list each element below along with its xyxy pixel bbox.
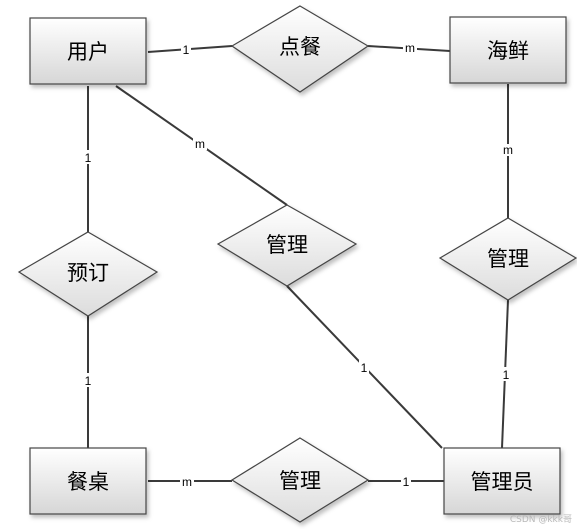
svg-text:1: 1 — [85, 151, 92, 165]
svg-text:1: 1 — [361, 361, 368, 375]
relationship-manage-seafood[interactable]: 管理 — [438, 217, 577, 301]
cardinality-user-reserve: 1 — [83, 150, 93, 165]
cardinality-user-manage: m — [193, 137, 207, 151]
svg-text:m: m — [503, 143, 513, 157]
relationship-order-label: 点餐 — [279, 35, 321, 59]
relationship-manage-table[interactable]: 管理 — [230, 437, 370, 523]
entity-table-label: 餐桌 — [67, 470, 109, 494]
entity-admin[interactable]: 管理员 — [443, 447, 561, 515]
cardinality-manage-seafood-admin: 1 — [501, 367, 511, 382]
svg-text:1: 1 — [503, 368, 510, 382]
cardinality-seafood-manage: m — [501, 143, 515, 157]
watermark-text: CSDN @kkk哥 — [510, 514, 572, 525]
svg-text:m: m — [195, 137, 205, 151]
svg-text:m: m — [182, 475, 192, 489]
cardinality-manage-admin: 1 — [359, 360, 369, 375]
relationship-manage-table-label: 管理 — [279, 469, 321, 493]
cardinality-user-order: 1 — [181, 42, 191, 57]
relationship-manage-seafood-label: 管理 — [487, 247, 529, 271]
entity-user-label: 用户 — [67, 40, 109, 64]
svg-text:1: 1 — [183, 43, 190, 57]
relationship-order[interactable]: 点餐 — [230, 5, 370, 93]
cardinality-manage-table-admin: 1 — [401, 474, 411, 489]
entity-seafood[interactable]: 海鲜 — [449, 16, 567, 84]
cardinality-table-manage: m — [180, 475, 194, 489]
svg-text:1: 1 — [403, 475, 410, 489]
cardinality-order-seafood: m — [403, 41, 417, 55]
relationship-reserve-label: 预订 — [67, 261, 109, 285]
entity-admin-label: 管理员 — [471, 470, 534, 494]
entity-seafood-label: 海鲜 — [487, 39, 529, 63]
entity-user[interactable]: 用户 — [29, 17, 147, 85]
relationship-manage-user[interactable]: 管理 — [216, 204, 358, 287]
svg-text:m: m — [405, 41, 415, 55]
cardinality-reserve-table: 1 — [83, 373, 93, 388]
entity-table[interactable]: 餐桌 — [29, 447, 147, 515]
relationship-reserve[interactable]: 预订 — [17, 231, 159, 317]
relationship-manage-user-label: 管理 — [266, 233, 308, 257]
svg-text:1: 1 — [85, 374, 92, 388]
